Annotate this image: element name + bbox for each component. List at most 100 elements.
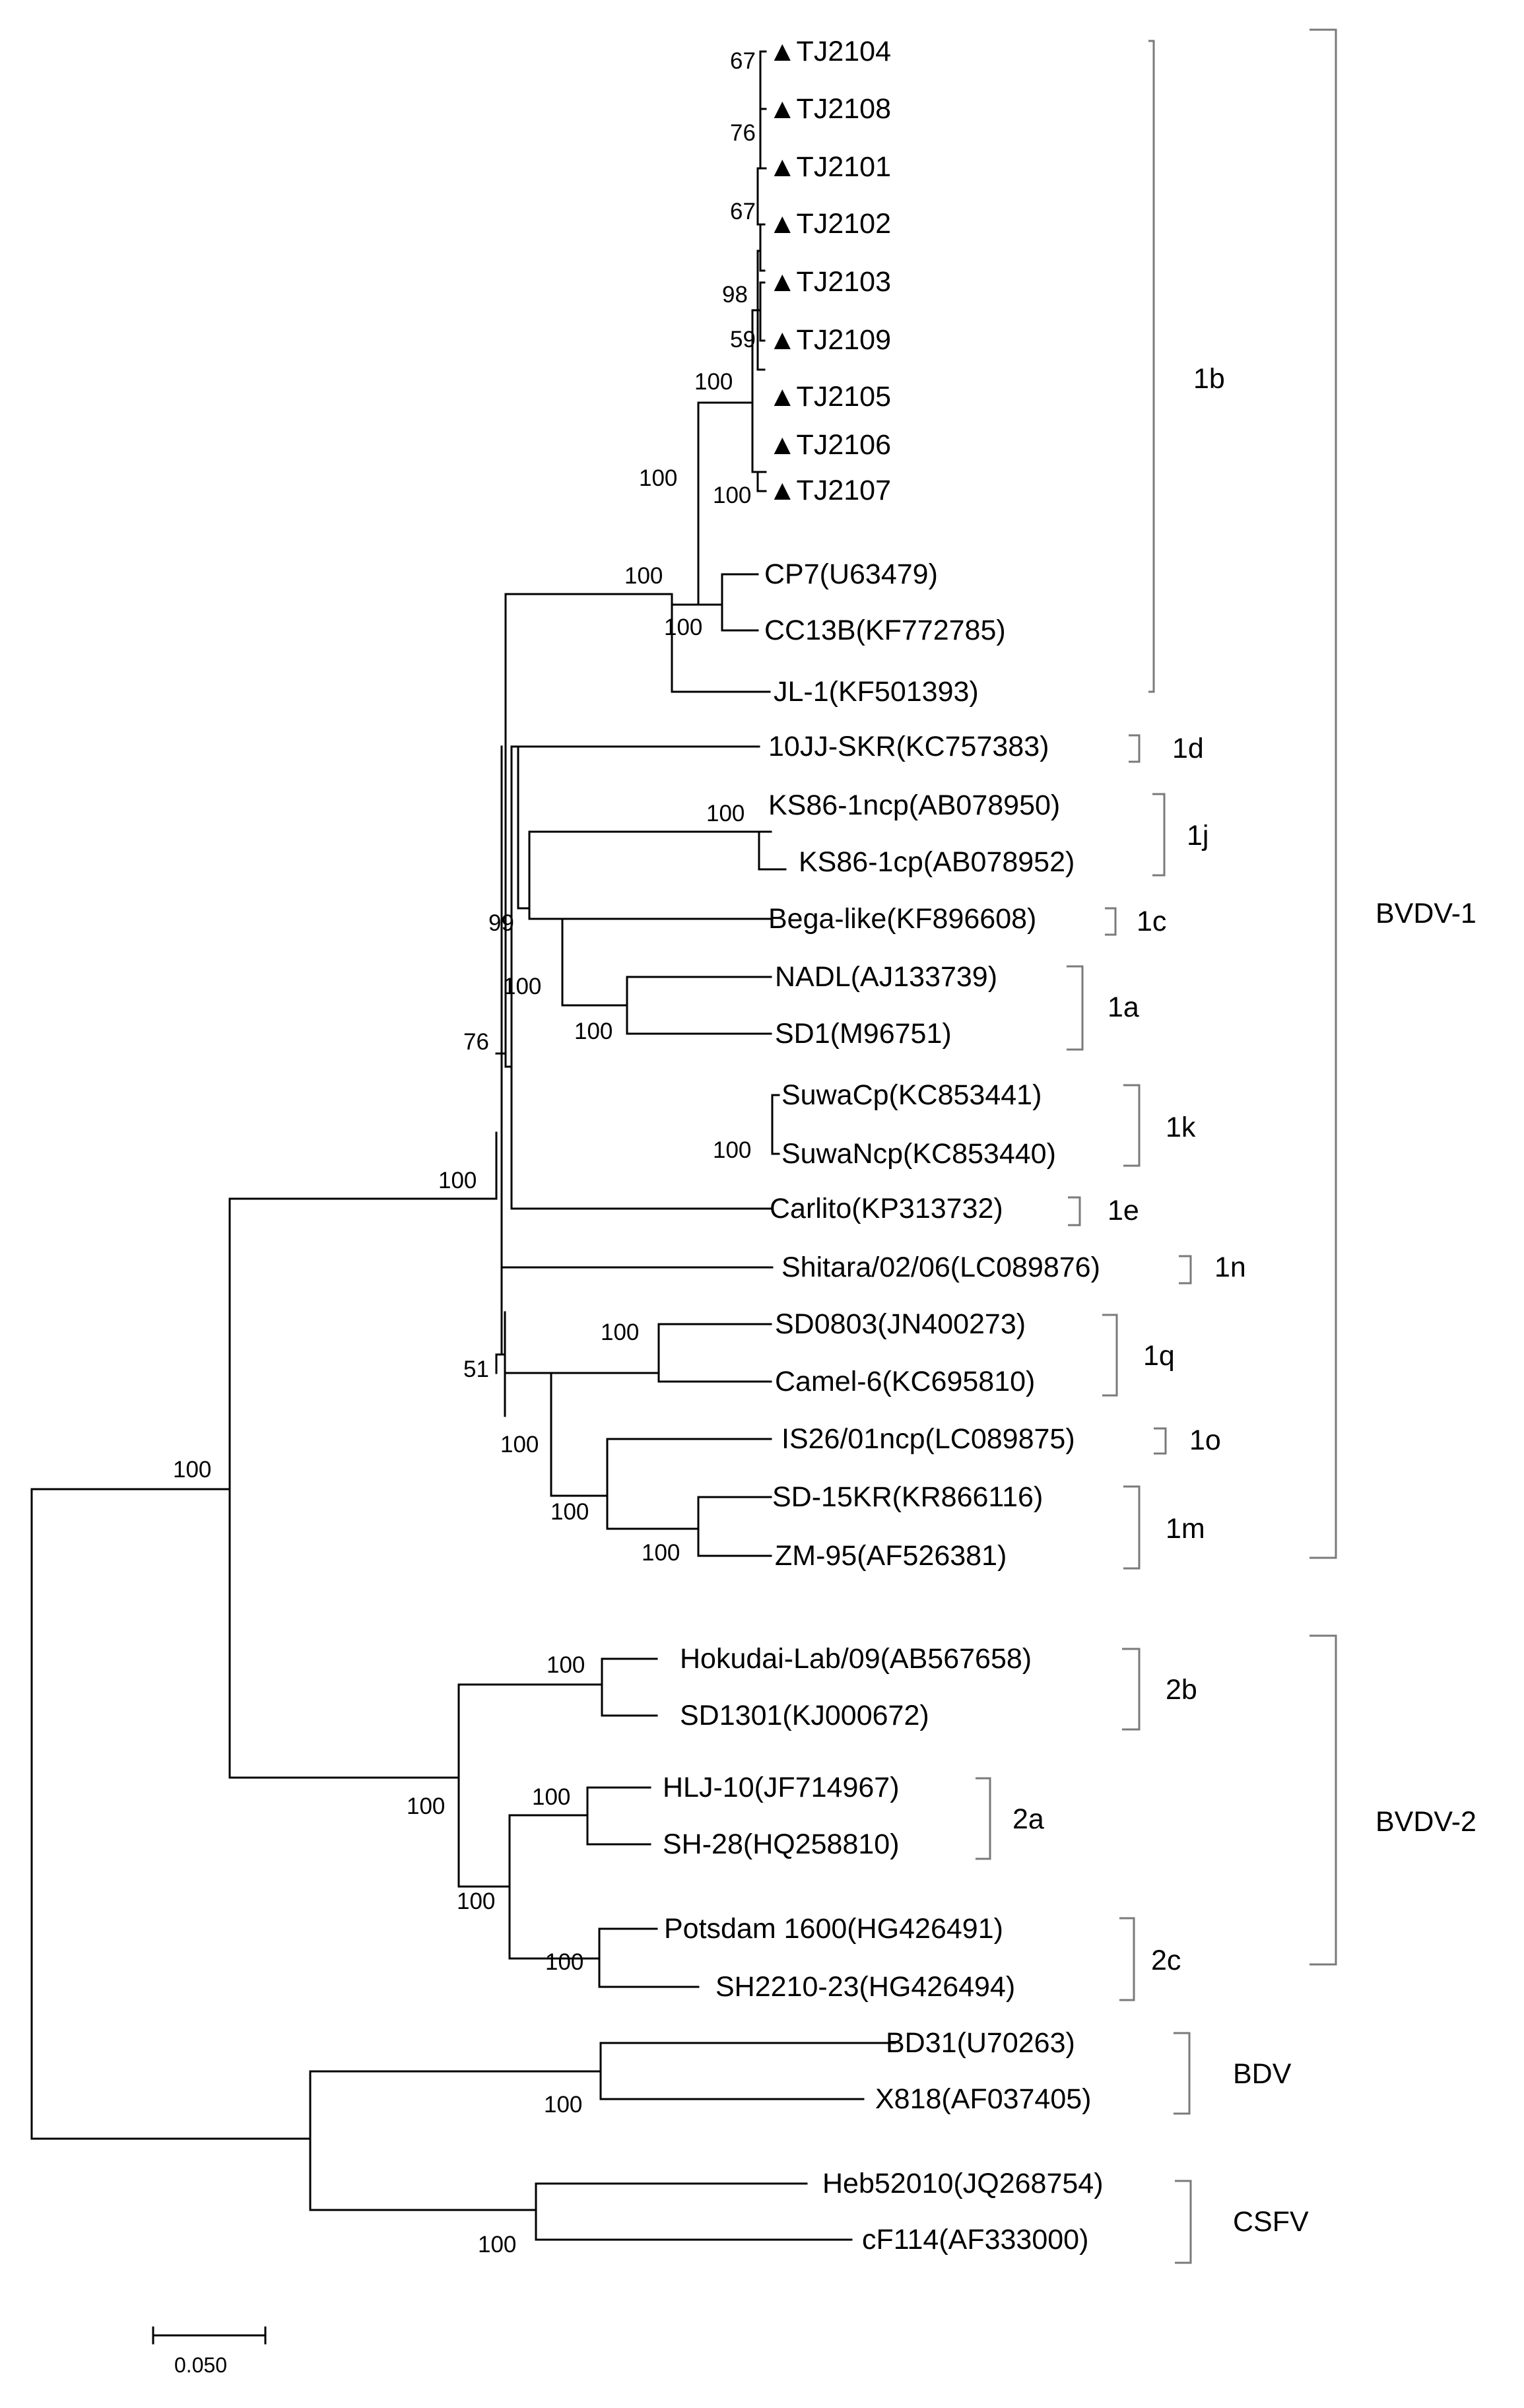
subgroup-label-1d: 1d	[1172, 733, 1204, 764]
leaf-label: Heb52010(JQ268754)	[822, 2168, 1104, 2199]
leaf-label: Bega-like(KF896608)	[768, 903, 1036, 935]
group-label-csfv: CSFV	[1233, 2206, 1309, 2238]
bootstrap-value: 100	[713, 1137, 751, 1163]
bracket-1e	[1068, 1196, 1081, 1226]
scale-label: 0.050	[174, 2353, 227, 2377]
bootstrap-value: 100	[532, 1784, 570, 1810]
bootstrap-value: 51	[463, 1356, 489, 1382]
bracket-1a	[1067, 965, 1084, 1051]
bracket-csfv	[1175, 2180, 1192, 2264]
leaf-label: SH2210-23(HG426494)	[715, 1971, 1015, 2003]
bracket-bvdv1	[1309, 28, 1337, 1559]
leaf-label: KS86-1ncp(AB078950)	[768, 789, 1060, 821]
group-labels: 1b 1d 1j 1c 1a 1k 1e 1n 1q 1o 1m 2b 2a 2…	[1012, 363, 1476, 2238]
leaf-label: ▲TJ2108	[768, 93, 891, 125]
bootstrap-value: 100	[601, 1320, 639, 1345]
subgroup-label-2b: 2b	[1166, 1674, 1197, 1706]
bootstrap-values: 67 76 67 98 59 100 100 100 100 100 100 9…	[173, 48, 756, 2258]
bootstrap-value: 100	[550, 1499, 589, 1525]
subgroup-label-1q: 1q	[1143, 1340, 1175, 1372]
leaf-label: SuwaNcp(KC853440)	[781, 1138, 1056, 1170]
leaf-label: Potsdam 1600(HG426491)	[664, 1913, 1003, 1945]
leaf-label: KS86-1cp(AB078952)	[799, 846, 1075, 878]
leaf-label: X818(AF037405)	[875, 2083, 1092, 2115]
subgroup-label-1m: 1m	[1166, 1513, 1205, 1545]
bracket-bdv	[1174, 2032, 1191, 2115]
leaf-label: cF114(AF333000)	[862, 2224, 1088, 2256]
leaf-label: Camel-6(KC695810)	[775, 1366, 1035, 1397]
bootstrap-value: 100	[624, 563, 663, 589]
bootstrap-value: 99	[488, 910, 514, 936]
leaf-label: ▲TJ2107	[768, 475, 891, 506]
bootstrap-value: 67	[730, 199, 756, 224]
subgroup-label-1a: 1a	[1108, 991, 1139, 1023]
leaf-label: BD31(U70263)	[886, 2027, 1075, 2059]
bracket-1k	[1123, 1084, 1141, 1167]
bootstrap-value: 100	[639, 465, 677, 491]
leaf-label: Hokudai-Lab/09(AB567658)	[680, 1643, 1032, 1675]
bootstrap-value: 100	[694, 369, 733, 395]
bootstrap-value: 100	[544, 2092, 582, 2118]
leaf-label: ▲TJ2101	[768, 151, 891, 183]
bootstrap-value: 100	[706, 801, 745, 826]
bootstrap-value: 59	[730, 327, 756, 352]
leaf-label: ZM-95(AF526381)	[775, 1540, 1007, 1572]
bootstrap-value: 100	[503, 974, 541, 999]
bootstrap-value: 100	[173, 1457, 211, 1483]
leaf-label: SuwaCp(KC853441)	[781, 1079, 1042, 1111]
bracket-1q	[1102, 1314, 1118, 1397]
bootstrap-value: 100	[500, 1432, 539, 1457]
bracket-1j	[1152, 793, 1166, 877]
bootstrap-value: 100	[545, 1949, 583, 1975]
bracket-1o	[1154, 1427, 1167, 1455]
leaf-label: SD0803(JN400273)	[775, 1308, 1026, 1340]
bootstrap-value: 100	[642, 1540, 680, 1566]
group-label-bvdv1: BVDV-1	[1375, 898, 1476, 929]
bracket-1d	[1129, 734, 1141, 763]
leaf-label: ▲TJ2103	[768, 266, 891, 298]
bootstrap-value: 100	[664, 615, 702, 640]
leaf-label: NADL(AJ133739)	[775, 961, 997, 993]
leaf-label: Shitara/02/06(LC089876)	[781, 1252, 1100, 1283]
subgroup-label-1n: 1n	[1214, 1252, 1246, 1283]
bracket-1n	[1179, 1255, 1192, 1285]
subgroup-brackets	[976, 28, 1337, 2264]
leaf-label: ▲TJ2106	[768, 429, 891, 461]
bootstrap-value: 100	[438, 1168, 477, 1193]
leaf-label: 10JJ-SKR(KC757383)	[768, 731, 1049, 762]
bootstrap-value: 67	[730, 48, 756, 74]
leaf-label: ▲TJ2109	[768, 324, 891, 356]
bootstrap-value: 100	[713, 483, 751, 508]
leaf-label: HLJ-10(JF714967)	[663, 1772, 900, 1803]
bootstrap-value: 76	[730, 120, 756, 146]
subgroup-label-1e: 1e	[1108, 1195, 1139, 1226]
group-label-bdv: BDV	[1233, 2058, 1292, 2090]
scale-bar: 0.050	[152, 2326, 267, 2377]
bootstrap-value: 76	[463, 1029, 489, 1055]
subgroup-label-1c: 1c	[1137, 906, 1166, 937]
bracket-1b	[1148, 40, 1155, 693]
bootstrap-value: 98	[722, 282, 748, 308]
leaf-label: CC13B(KF772785)	[764, 615, 1006, 646]
subgroup-label-2c: 2c	[1151, 1945, 1181, 1976]
bracket-bvdv2	[1309, 1634, 1337, 1966]
bootstrap-value: 100	[407, 1793, 445, 1819]
leaf-label: SH-28(HQ258810)	[663, 1828, 900, 1860]
subgroup-label-1o: 1o	[1189, 1424, 1221, 1456]
bracket-1m	[1123, 1485, 1141, 1570]
leaf-label: SD1(M96751)	[775, 1018, 952, 1050]
bracket-2c	[1119, 1917, 1135, 2001]
group-label-bvdv2: BVDV-2	[1375, 1806, 1476, 1838]
bootstrap-value: 100	[547, 1652, 585, 1678]
leaf-label: JL-1(KF501393)	[774, 676, 979, 708]
leaf-label: IS26/01ncp(LC089875)	[781, 1423, 1075, 1455]
bootstrap-value: 100	[457, 1889, 495, 1914]
bracket-1c	[1105, 907, 1117, 936]
bracket-2b	[1122, 1648, 1141, 1731]
bootstrap-value: 100	[478, 2232, 516, 2258]
bracket-2a	[976, 1777, 991, 1860]
tree-branches	[30, 50, 896, 2241]
leaf-labels: ▲TJ2104 ▲TJ2108 ▲TJ2101 ▲TJ2102 ▲TJ2103 …	[663, 36, 1104, 2256]
leaf-label: CP7(U63479)	[764, 558, 938, 590]
